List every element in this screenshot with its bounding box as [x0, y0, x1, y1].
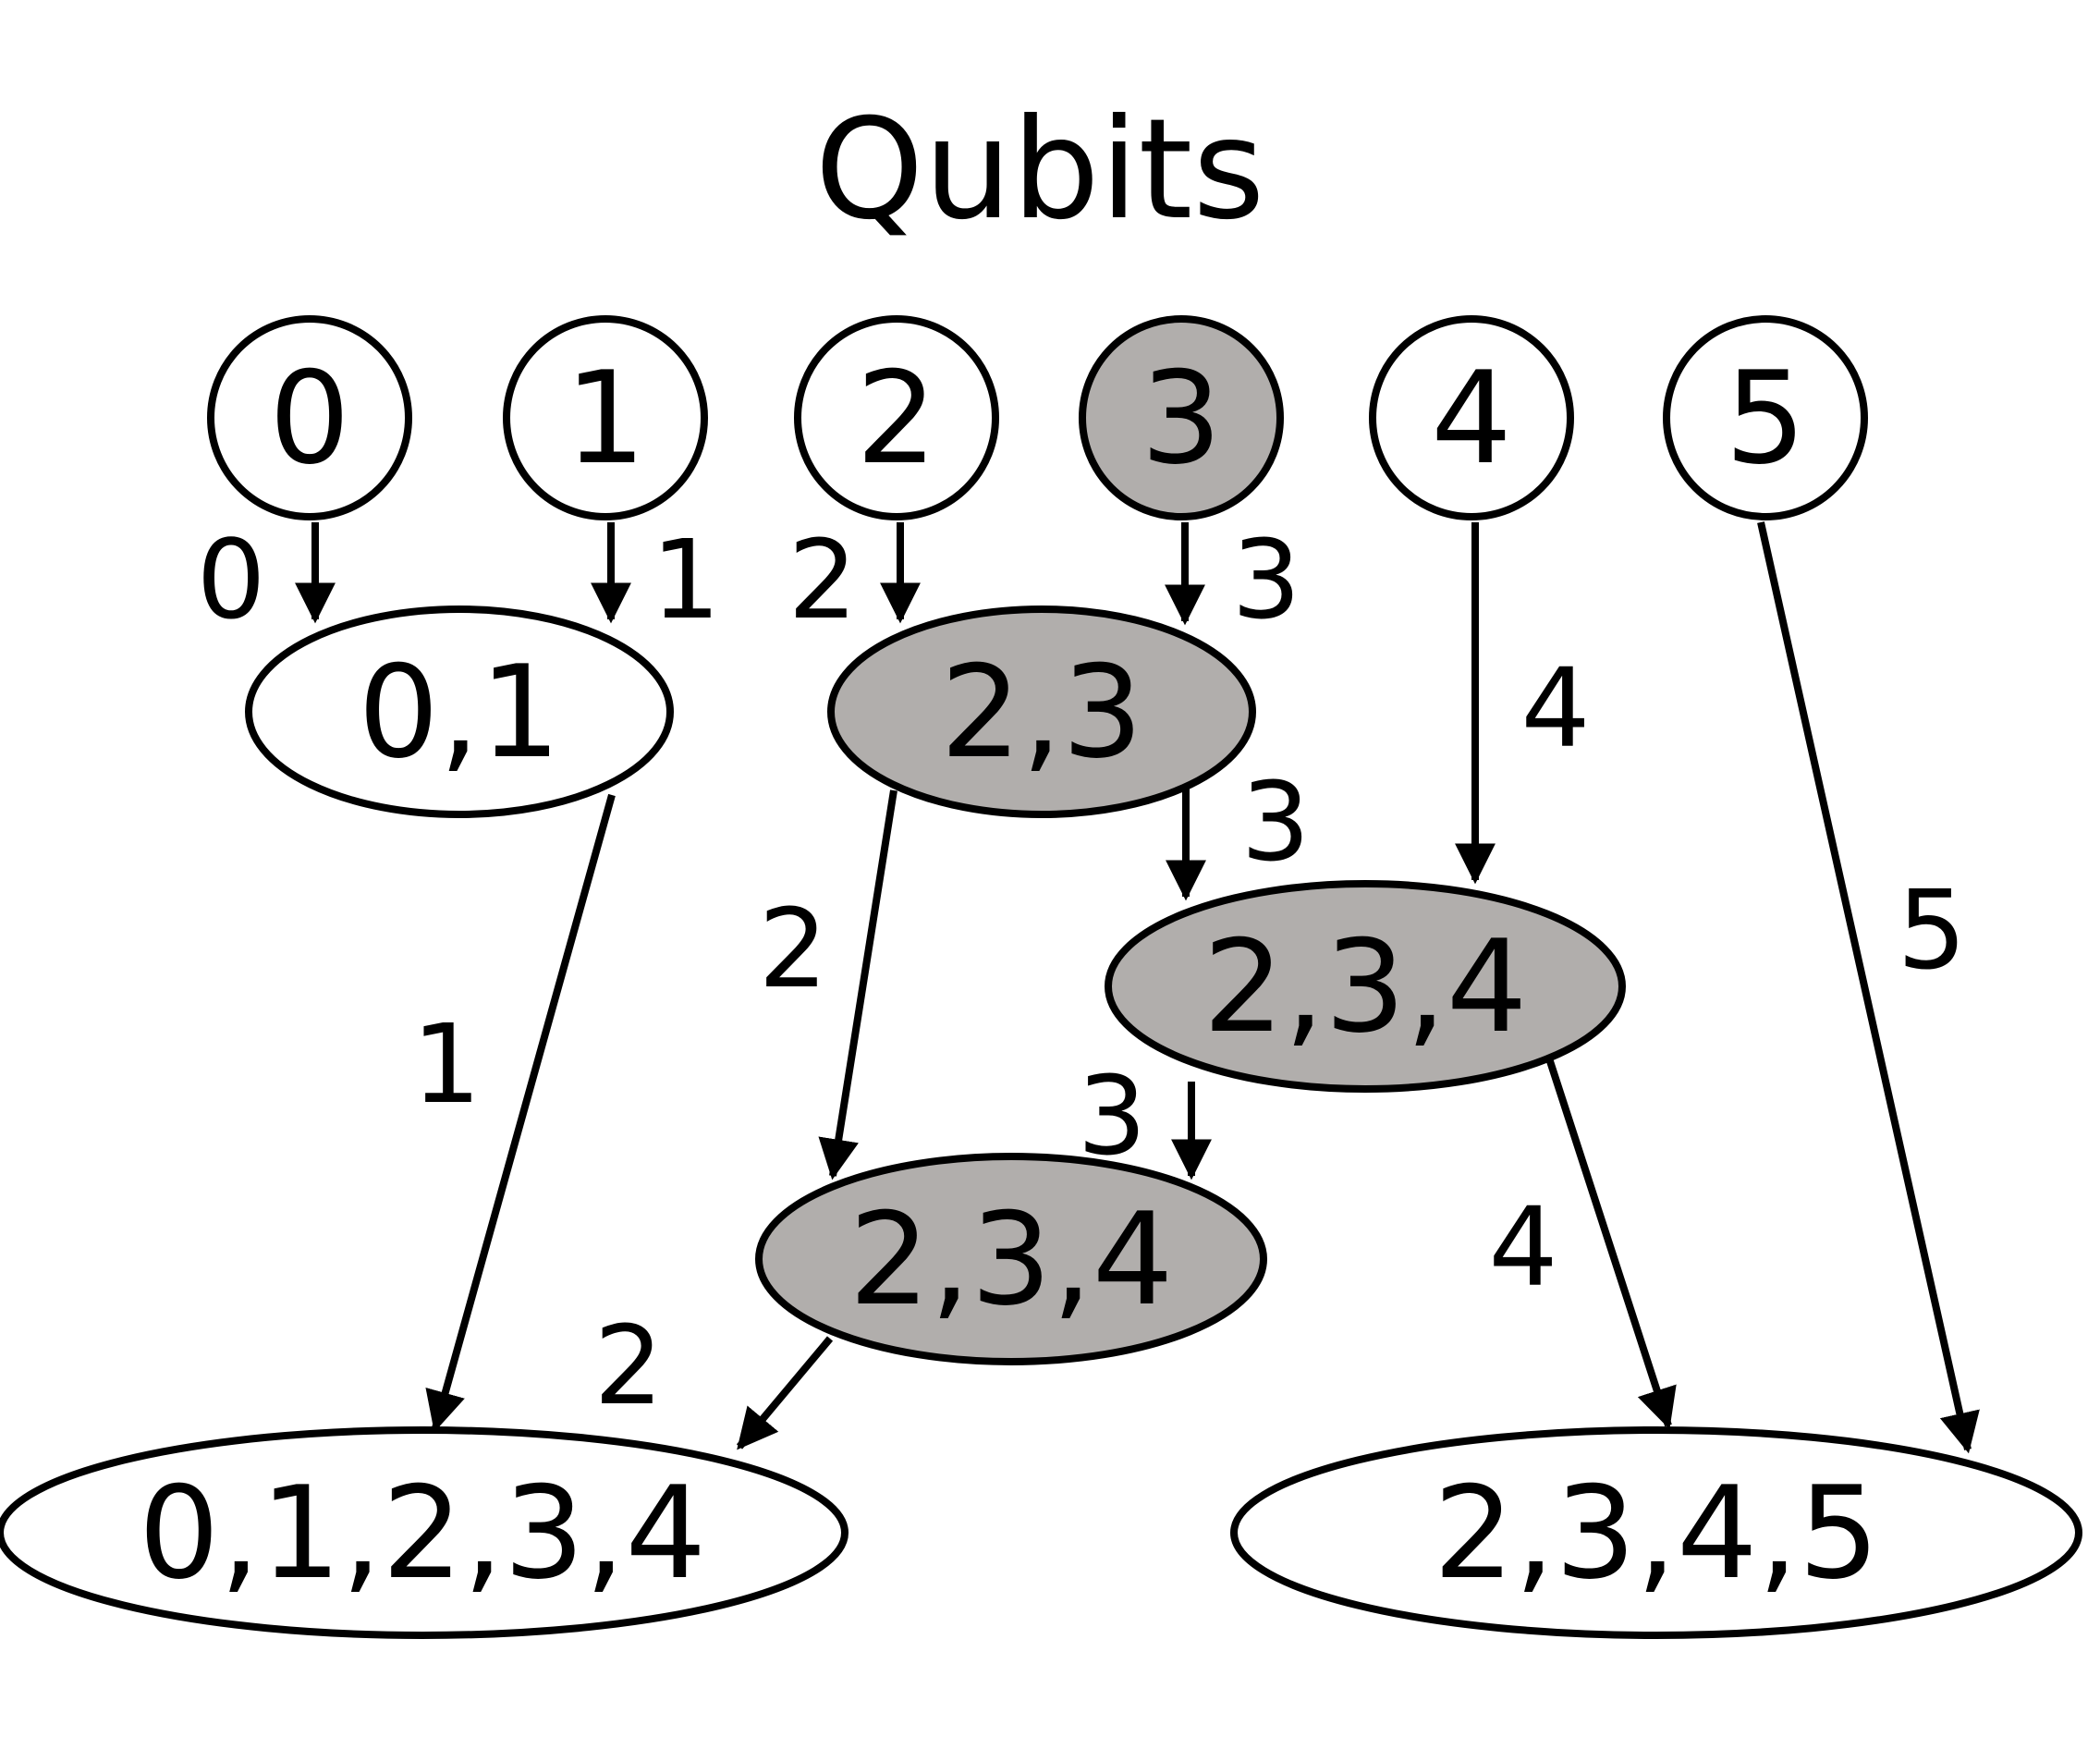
node-n234b-label: 2,3,4	[849, 1185, 1173, 1334]
node-q5: 5	[1663, 315, 1868, 520]
edge-label-n234a-n2345: 4	[1488, 1183, 1557, 1311]
node-q1-circle	[503, 315, 708, 520]
node-q1: 1	[503, 315, 708, 520]
edge-label-q3-n23: 3	[1231, 516, 1300, 643]
edge-q5-n2345	[1757, 521, 1980, 1454]
node-n234b-ellipse	[755, 1153, 1267, 1365]
node-n2345-label: 2,3,4,5	[1434, 1459, 1880, 1608]
node-q4: 4	[1369, 315, 1574, 520]
node-q3: 3	[1079, 315, 1284, 520]
node-q1-label: 1	[565, 344, 646, 493]
edge-n234a-n2345	[1546, 1059, 1677, 1430]
node-n01234-label: 0,1,2,3,4	[139, 1459, 706, 1608]
node-n01-label: 0,1	[358, 638, 560, 787]
edge-label-n23-n234a: 3	[1240, 758, 1310, 886]
node-n01234: 0,1,2,3,4	[0, 1426, 849, 1639]
node-n01234-ellipse	[0, 1426, 849, 1639]
node-q4-circle	[1369, 315, 1574, 520]
node-q3-circle	[1079, 315, 1284, 520]
node-n2345: 2,3,4,5	[1230, 1426, 2082, 1639]
node-q0-label: 0	[269, 344, 350, 493]
node-n23-ellipse	[827, 606, 1256, 818]
node-q2: 2	[794, 315, 999, 520]
edge-label-n23-n234b: 2	[758, 885, 827, 1012]
edge-label-n234a-n234b: 3	[1077, 1052, 1146, 1180]
edges-layer	[295, 521, 1980, 1454]
edge-n23-n234b	[818, 789, 897, 1180]
edge-label-q5-n2345: 5	[1897, 866, 1966, 994]
edge-label-q4-n234a: 4	[1520, 644, 1590, 772]
node-q4-label: 4	[1431, 344, 1512, 493]
node-n23: 2,3	[827, 606, 1256, 818]
node-n234b: 2,3,4	[755, 1153, 1267, 1365]
node-q5-circle	[1663, 315, 1868, 520]
edge-label-q1-n01: 1	[651, 516, 720, 643]
node-q2-circle	[794, 315, 999, 520]
node-q5-label: 5	[1725, 344, 1806, 493]
edge-n234b-n01234	[736, 1336, 834, 1450]
diagram-title: Qubits	[815, 90, 1265, 251]
node-n234a: 2,3,4	[1105, 880, 1626, 1093]
edge-label-n01-n01234: 1	[411, 1000, 481, 1128]
node-n23-label: 2,3	[940, 638, 1142, 787]
node-n234a-label: 2,3,4	[1203, 912, 1527, 1061]
node-n01-ellipse	[245, 606, 674, 818]
node-q0-circle	[207, 315, 412, 520]
node-n2345-ellipse	[1230, 1426, 2082, 1639]
edge-n01-n01234	[425, 793, 616, 1433]
edge-label-n234b-n01234: 2	[593, 1302, 663, 1429]
node-n234a-ellipse	[1105, 880, 1626, 1093]
edge-label-q2-n23: 2	[788, 516, 857, 643]
edge-label-q0-n01: 0	[196, 516, 265, 643]
node-q2-label: 2	[856, 344, 937, 493]
node-q3-label: 3	[1141, 344, 1222, 493]
node-q0: 0	[207, 315, 412, 520]
node-n01: 0,1	[245, 606, 674, 818]
